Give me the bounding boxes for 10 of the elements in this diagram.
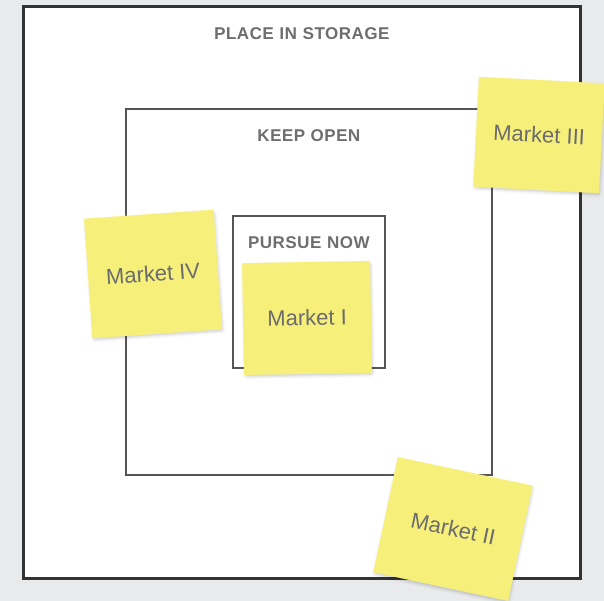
frame-heading: PURSUE NOW — [246, 233, 372, 253]
sticky-note — [473, 76, 604, 194]
frame-heading: PLACE IN STORAGE — [213, 24, 391, 44]
frame-box — [22, 5, 582, 580]
note-text: Market IV — [105, 258, 201, 290]
frame-heading: KEEP OPEN — [256, 126, 362, 146]
note-text: Market III — [492, 120, 586, 150]
sticky-note — [242, 260, 372, 376]
note-text: Market I — [267, 304, 347, 332]
note-text: Market II — [408, 507, 498, 551]
